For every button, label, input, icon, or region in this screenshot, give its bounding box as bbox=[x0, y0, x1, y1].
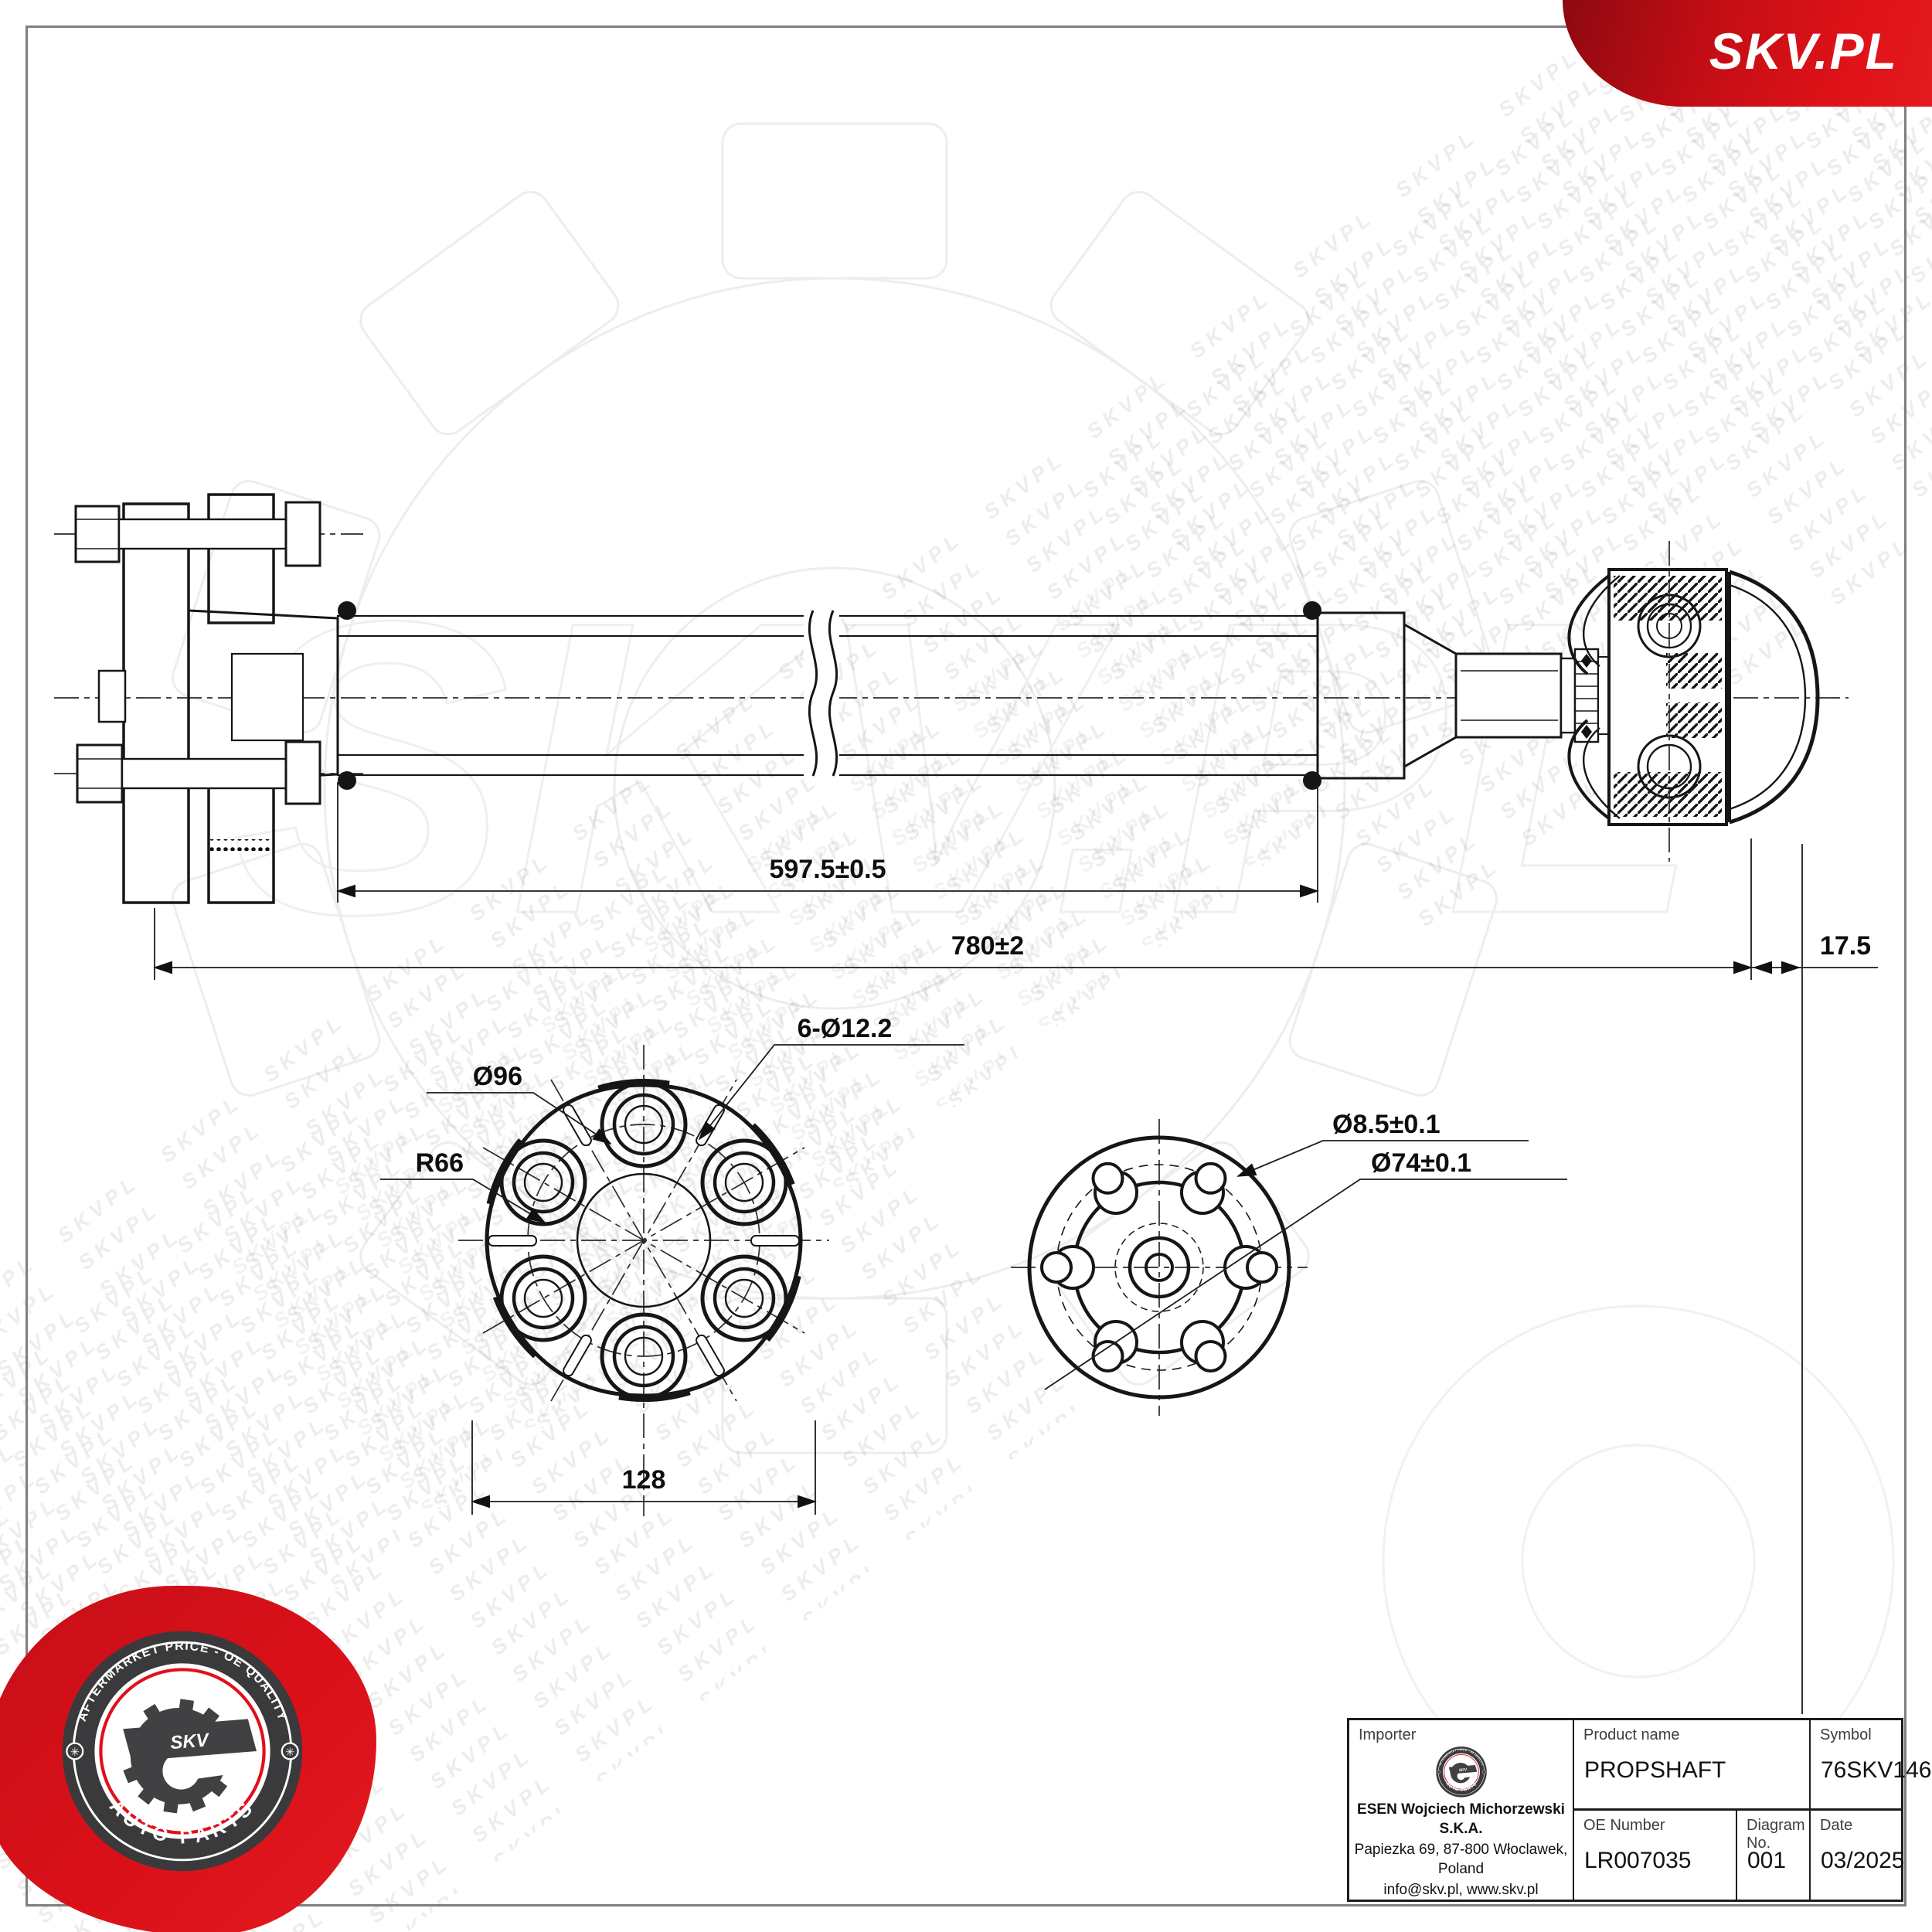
emblem-center-text: SKV bbox=[1458, 1767, 1467, 1773]
brand-banner-text: SKV.PL bbox=[1709, 22, 1898, 80]
product-name-value: PROPSHAFT bbox=[1584, 1757, 1726, 1783]
dim-flange-pitch: Ø74±0.1 bbox=[1371, 1148, 1471, 1178]
dim-flange-hole: Ø8.5±0.1 bbox=[1332, 1110, 1440, 1139]
emblem-gear-mark: SKV bbox=[123, 1699, 257, 1814]
importer-name: ESEN Wojciech Michorzewski S.K.A. bbox=[1357, 1801, 1565, 1837]
title-block-date-cell: Date 03/2025 bbox=[1811, 1811, 1905, 1900]
oe-number-label: OE Number bbox=[1583, 1817, 1665, 1834]
title-block-symbol-cell: Symbol 76SKV146 bbox=[1811, 1720, 1931, 1808]
diagram-no-value: 001 bbox=[1747, 1848, 1787, 1873]
title-block-product-cell: Product name PROPSHAFT bbox=[1574, 1720, 1811, 1808]
title-block-diagram-cell: Diagram No. 001 bbox=[1737, 1811, 1811, 1900]
importer-label: Importer bbox=[1359, 1726, 1417, 1743]
oe-number-value: LR007035 bbox=[1584, 1848, 1692, 1873]
cv-flange-view: Ø8.5±0.1 Ø74±0.1 bbox=[1011, 1110, 1567, 1416]
diagram-no-label: Diagram No. bbox=[1747, 1817, 1805, 1852]
title-block: Importer AFTERMARKET PRICE - OE QUALITY … bbox=[1347, 1718, 1931, 1902]
brand-banner: SKV.PL bbox=[1563, 0, 1932, 107]
title-block-oe-cell: OE Number LR007035 bbox=[1574, 1811, 1737, 1900]
star-icon: ✳ bbox=[285, 1747, 294, 1759]
dim-disc-bolt-spacing: 128 bbox=[622, 1465, 666, 1495]
dim-overall-length: 780±2 bbox=[951, 931, 1024, 961]
dim-tube-length: 597.5±0.5 bbox=[769, 855, 886, 884]
watermark-big-text: SKV.PL bbox=[232, 535, 1701, 1001]
front-flange-joint bbox=[54, 493, 363, 904]
dim-end-depth: 17.5 bbox=[1820, 931, 1871, 961]
symbol-value: 76SKV146 bbox=[1821, 1757, 1932, 1783]
cv-joint-assembly bbox=[1316, 541, 1820, 862]
product-name-label: Product name bbox=[1583, 1726, 1680, 1743]
emblem-center-text: SKV bbox=[169, 1730, 210, 1753]
dim-disc-radius: R66 bbox=[416, 1148, 464, 1178]
dim-disc-holes: 6-Ø12.2 bbox=[798, 1014, 893, 1043]
skv-emblem: AFTERMARKET PRICE - OE QUALITY AUTO PART… bbox=[62, 1631, 303, 1872]
date-label: Date bbox=[1820, 1817, 1853, 1834]
star-icon: ✳ bbox=[70, 1747, 80, 1759]
flex-disc-view: 128 Ø96 R66 6-Ø12.2 bbox=[380, 1014, 964, 1516]
skv-emblem-small: AFTERMARKET PRICE - OE QUALITY AUTO PART… bbox=[1435, 1747, 1487, 1798]
emblem-gear-mark: SKV bbox=[1448, 1762, 1477, 1784]
date-value: 03/2025 bbox=[1821, 1848, 1905, 1873]
title-block-importer-cell: Importer AFTERMARKET PRICE - OE QUALITY … bbox=[1349, 1720, 1574, 1900]
dim-disc-diameter: Ø96 bbox=[473, 1062, 522, 1091]
sheet-border-frame bbox=[26, 26, 1906, 1906]
symbol-label: Symbol bbox=[1820, 1726, 1872, 1743]
importer-contact: info@skv.pl, www.skv.pl bbox=[1383, 1881, 1539, 1898]
shaft-tube bbox=[336, 601, 1321, 790]
importer-address: Papiezka 69, 87-800 Włoclawek, Poland bbox=[1354, 1841, 1568, 1877]
linear-dimensions: 597.5±0.5 780±2 17.5 bbox=[152, 782, 1878, 1714]
